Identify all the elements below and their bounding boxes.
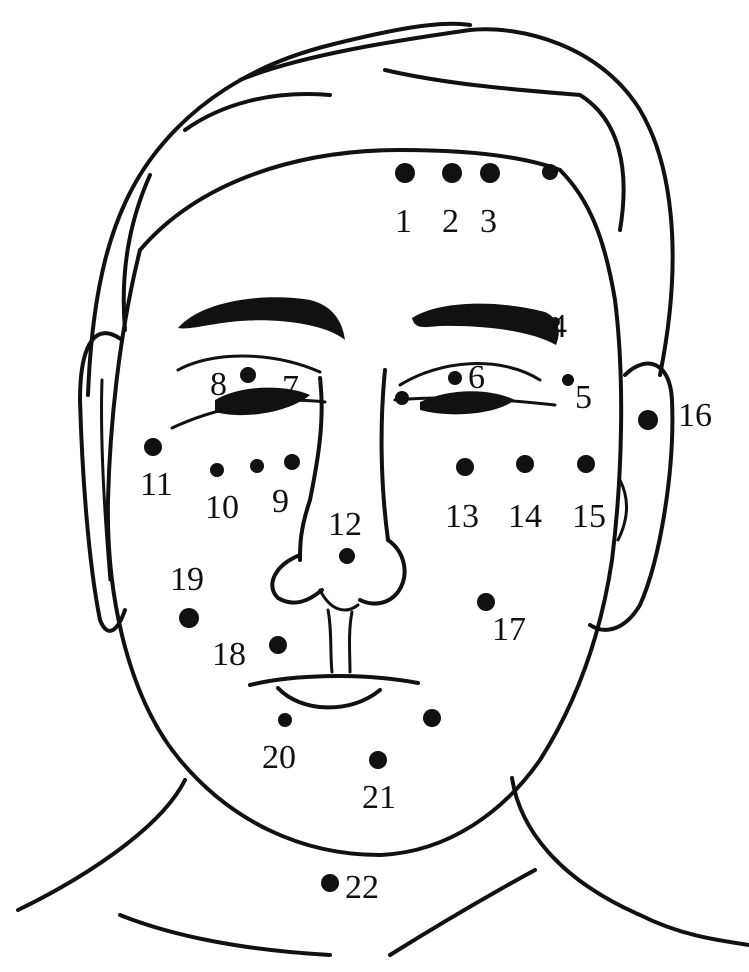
point-20-marker <box>278 713 292 727</box>
point-18-marker <box>269 636 287 654</box>
point-label: 5 <box>575 379 592 416</box>
point-12-marker <box>339 548 355 564</box>
point-11-marker <box>144 438 162 456</box>
point-16-marker <box>638 410 658 430</box>
point-label: 3 <box>480 203 497 240</box>
point-label: 9 <box>272 483 289 520</box>
point-label: 8 <box>210 366 227 403</box>
point-1-marker <box>395 163 415 183</box>
philtrum <box>328 610 352 672</box>
point-label: 22 <box>345 869 379 906</box>
point-label: 15 <box>572 498 606 535</box>
point-14-marker <box>516 455 534 473</box>
point-label: 13 <box>445 498 479 535</box>
point-6-marker <box>448 371 462 385</box>
point-2-marker <box>442 163 462 183</box>
point-label: 1 <box>395 203 412 240</box>
point-9-marker <box>284 454 300 470</box>
point-label: 11 <box>140 466 173 503</box>
point-label: 10 <box>205 489 239 526</box>
temple-marker <box>542 164 558 180</box>
point-10b-marker <box>250 459 264 473</box>
point-20b-marker <box>423 709 441 727</box>
left-eye <box>172 356 325 428</box>
point-label: 7 <box>282 369 299 406</box>
face-outline <box>108 150 621 855</box>
point-label: 4 <box>550 308 567 345</box>
point-8-marker <box>240 367 256 383</box>
point-label: 16 <box>678 397 712 434</box>
point-label: 21 <box>362 779 396 816</box>
hair-outline <box>88 24 673 395</box>
point-label: 6 <box>468 359 485 396</box>
nose <box>272 370 404 610</box>
point-21-marker <box>369 751 387 769</box>
point-17-marker <box>477 593 495 611</box>
point-label: 17 <box>492 611 526 648</box>
right-eyebrow <box>412 304 559 345</box>
point-5-marker <box>562 374 574 386</box>
point-22-marker <box>321 874 339 892</box>
point-label: 12 <box>328 506 362 543</box>
point-label: 18 <box>212 636 246 673</box>
point-15-marker <box>577 455 595 473</box>
point-label: 19 <box>170 561 204 598</box>
left-eyebrow <box>178 297 345 340</box>
point-label: 14 <box>508 498 542 535</box>
point-7-marker <box>395 391 409 405</box>
mouth <box>250 676 418 707</box>
point-label: 2 <box>442 203 459 240</box>
point-label: 20 <box>262 739 296 776</box>
point-13-marker <box>456 458 474 476</box>
point-3-marker <box>480 163 500 183</box>
right-ear <box>590 364 672 630</box>
point-10-marker <box>210 463 224 477</box>
point-19-marker <box>179 608 199 628</box>
